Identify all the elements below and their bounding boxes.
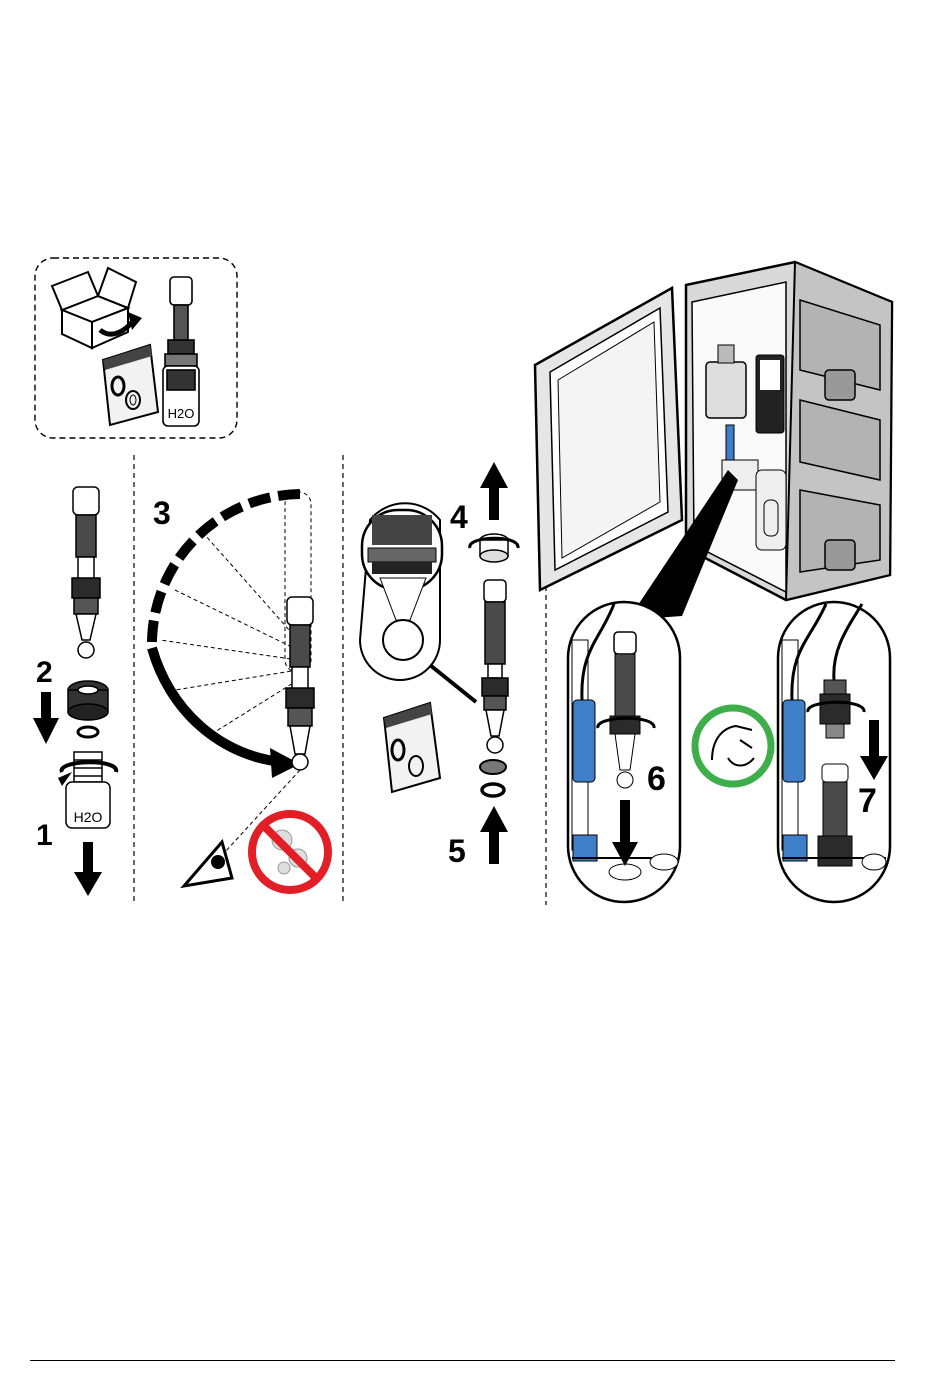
step-1-2-panel: 2 H2O 1 bbox=[33, 487, 116, 896]
o-ring-icon bbox=[78, 727, 98, 737]
unpack-panel: H2O bbox=[35, 258, 237, 438]
o-ring-bag-icon bbox=[103, 345, 158, 425]
step-3-panel: 3 bbox=[152, 492, 328, 890]
cap-icon bbox=[68, 681, 108, 720]
electrode-in-bottle-icon: H2O bbox=[163, 277, 199, 426]
water-label: H2O bbox=[74, 809, 103, 825]
electrode-icon bbox=[286, 597, 314, 770]
o-ring-bag-icon bbox=[384, 703, 440, 792]
water-label: H2O bbox=[168, 406, 195, 421]
step-1-label: 1 bbox=[36, 819, 53, 852]
step-2-label: 2 bbox=[36, 656, 53, 689]
step-3-label: 3 bbox=[153, 495, 171, 531]
open-box-icon bbox=[52, 268, 136, 348]
footer-rule bbox=[30, 1360, 895, 1361]
analyzer-cabinet bbox=[535, 262, 892, 620]
o-ring-icon bbox=[482, 784, 504, 796]
swing-arc-dashed bbox=[152, 494, 300, 642]
down-arrow-icon bbox=[74, 842, 102, 896]
step-7-label: 7 bbox=[858, 782, 877, 820]
wear-gloves-icon bbox=[695, 708, 771, 784]
electrode-icon bbox=[72, 487, 100, 658]
no-bubbles-icon bbox=[252, 814, 328, 890]
down-arrow-icon bbox=[33, 692, 59, 744]
up-arrow-icon bbox=[480, 806, 508, 864]
step-6-panel: 6 bbox=[568, 602, 680, 902]
step-4-label: 4 bbox=[450, 499, 468, 535]
eye-icon bbox=[184, 842, 232, 886]
step-6-label: 6 bbox=[647, 760, 666, 798]
electrode-icon bbox=[482, 580, 508, 753]
step-7-panel: 7 bbox=[778, 602, 890, 902]
step-5-label: 5 bbox=[448, 833, 466, 869]
washer-icon bbox=[480, 760, 506, 774]
up-arrow-icon bbox=[480, 462, 508, 520]
step-4-5-panel: 4 5 bbox=[360, 462, 518, 869]
swing-arc-solid bbox=[152, 648, 282, 762]
